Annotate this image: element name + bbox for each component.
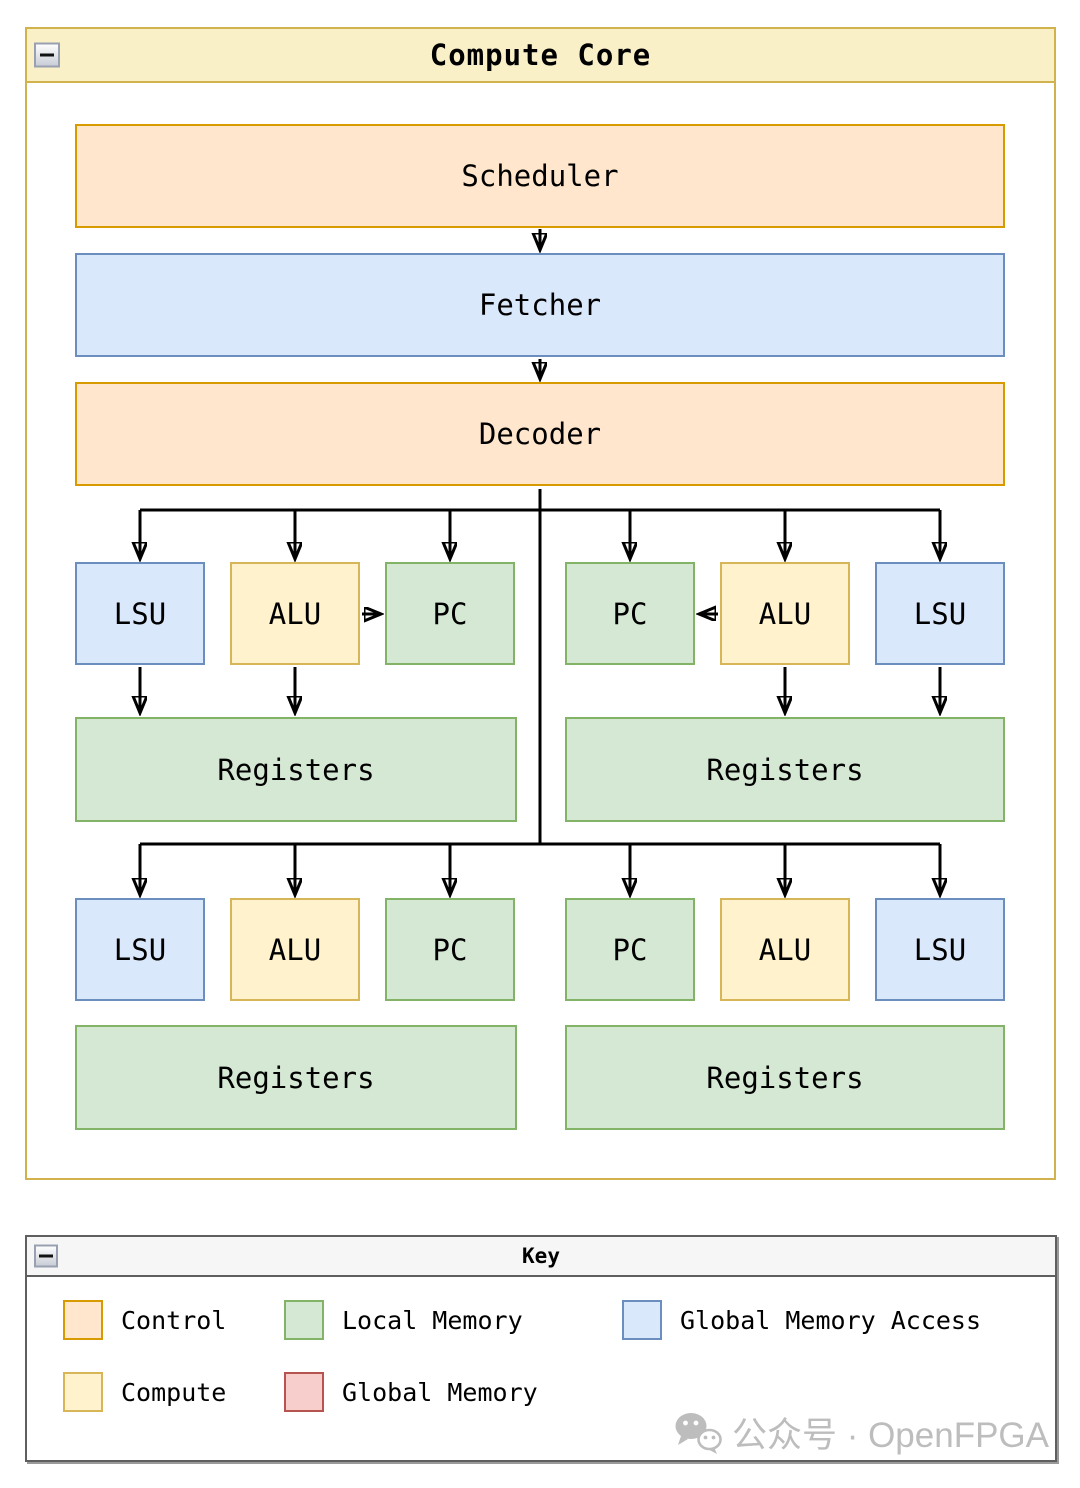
lsu-label: LSU — [113, 596, 167, 631]
collapse-core-button[interactable] — [34, 42, 60, 68]
alu-label: ALU — [268, 596, 322, 631]
key-header: Key — [27, 1237, 1055, 1277]
lsu-node-4[interactable]: LSU — [875, 898, 1005, 1001]
global-memory-access-swatch — [622, 1300, 662, 1340]
local-memory-swatch — [284, 1300, 324, 1340]
alu-node-2[interactable]: ALU — [720, 562, 850, 665]
global-memory-swatch — [284, 1372, 324, 1412]
fetcher-node[interactable]: Fetcher — [75, 253, 1005, 357]
lsu-node-2[interactable]: LSU — [875, 562, 1005, 665]
alu-node-3[interactable]: ALU — [230, 898, 360, 1001]
key-item-control: Control — [63, 1300, 226, 1340]
key-item-label: Compute — [121, 1377, 227, 1407]
minus-icon — [39, 1254, 53, 1258]
alu-label: ALU — [758, 596, 812, 631]
registers-node-3[interactable]: Registers — [75, 1025, 517, 1130]
key-item-label: Control — [121, 1305, 227, 1335]
key-item-label: Global Memory Access — [680, 1305, 982, 1335]
registers-label: Registers — [217, 1060, 375, 1095]
lsu-node-1[interactable]: LSU — [75, 562, 205, 665]
pc-node-3[interactable]: PC — [385, 898, 515, 1001]
minus-icon — [40, 53, 54, 57]
compute-core-header: Compute Core — [27, 29, 1054, 83]
alu-label: ALU — [268, 932, 322, 967]
registers-label: Registers — [217, 752, 375, 787]
decoder-node[interactable]: Decoder — [75, 382, 1005, 486]
lsu-label: LSU — [113, 932, 167, 967]
scheduler-node[interactable]: Scheduler — [75, 124, 1005, 228]
key-body: Control Local Memory Global Memory Acces… — [27, 1277, 1055, 1460]
key-item-local-memory: Local Memory — [284, 1300, 523, 1340]
pc-label: PC — [432, 596, 468, 631]
watermark: 公众号 · OpenFPGA — [672, 1407, 1049, 1458]
lsu-label: LSU — [913, 932, 967, 967]
key-item-global-memory: Global Memory — [284, 1372, 538, 1412]
control-swatch — [63, 1300, 103, 1340]
pc-node-2[interactable]: PC — [565, 562, 695, 665]
compute-core-title: Compute Core — [429, 38, 652, 72]
alu-node-4[interactable]: ALU — [720, 898, 850, 1001]
lsu-label: LSU — [913, 596, 967, 631]
collapse-key-button[interactable] — [34, 1244, 58, 1268]
pc-node-1[interactable]: PC — [385, 562, 515, 665]
lsu-node-3[interactable]: LSU — [75, 898, 205, 1001]
alu-node-1[interactable]: ALU — [230, 562, 360, 665]
registers-node-2[interactable]: Registers — [565, 717, 1005, 822]
key-item-compute: Compute — [63, 1372, 226, 1412]
key-title: Key — [522, 1244, 560, 1268]
registers-label: Registers — [706, 1060, 864, 1095]
watermark-text: 公众号 · OpenFPGA — [731, 1416, 1049, 1455]
fetcher-label: Fetcher — [478, 288, 602, 322]
pc-label: PC — [432, 932, 468, 967]
compute-swatch — [63, 1372, 103, 1412]
pc-label: PC — [612, 596, 648, 631]
registers-node-1[interactable]: Registers — [75, 717, 517, 822]
scheduler-label: Scheduler — [461, 159, 619, 193]
wechat-icon — [675, 1412, 722, 1454]
key-item-label: Local Memory — [342, 1305, 523, 1335]
key-item-label: Global Memory — [342, 1377, 538, 1407]
pc-node-4[interactable]: PC — [565, 898, 695, 1001]
key-panel: Key Control Local Memory Global Memory A… — [25, 1235, 1057, 1462]
registers-node-4[interactable]: Registers — [565, 1025, 1005, 1130]
registers-label: Registers — [706, 752, 864, 787]
alu-label: ALU — [758, 932, 812, 967]
pc-label: PC — [612, 932, 648, 967]
key-item-global-memory-access: Global Memory Access — [622, 1300, 981, 1340]
decoder-label: Decoder — [478, 417, 602, 451]
